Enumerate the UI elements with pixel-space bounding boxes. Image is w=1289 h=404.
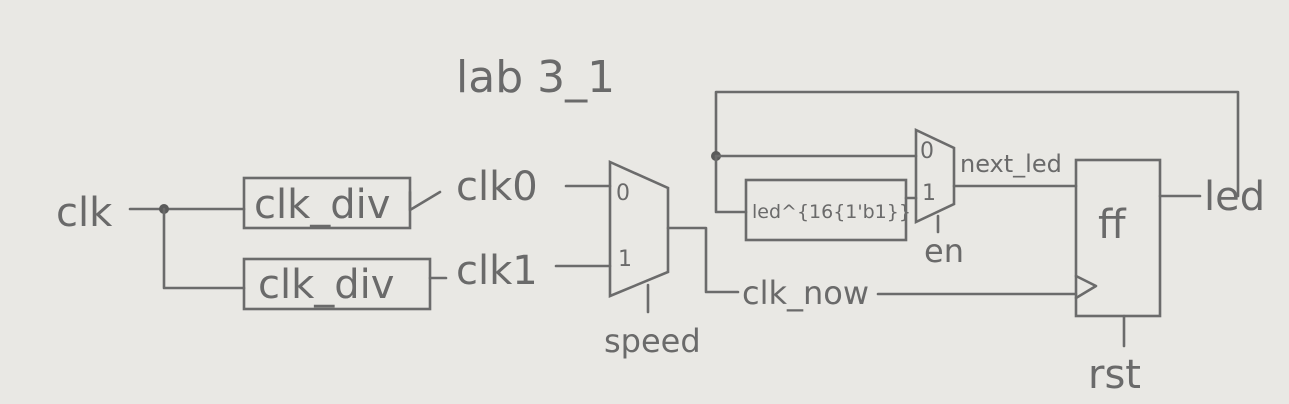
enable-mux-in0: 0 [920,139,934,164]
clk-now-wire-a [666,226,740,294]
speed-mux [608,159,670,298]
invert-expr-box [744,178,908,242]
clk-div-bottom-label: clk_div [258,262,394,308]
clk-div-top-label: clk_div [254,182,390,228]
speed-mux-in0: 0 [616,181,630,206]
led-label: led [1204,174,1265,220]
ff-clock-triangle [1074,274,1098,300]
clk-div-bottom-box [242,257,432,311]
diagram-title: lab 3_1 [456,52,615,103]
clk-branch-wire [162,207,246,290]
invert-expr-label: led^{16{1'b1}} [752,201,911,223]
clk-div-top-out [408,190,442,212]
next-led-label: next_led [960,150,1062,178]
clk0-label: clk0 [456,164,538,210]
clk-label: clk [56,190,113,236]
enable-mux [914,127,956,225]
ff-label: ff [1098,202,1127,248]
clk1-label: clk1 [456,248,538,294]
en-label: en [924,232,964,270]
ff-box [1074,158,1162,318]
led-feedback-wire [714,90,1240,198]
speed-mux-in1: 1 [618,247,632,272]
clk-now-label: clk_now [742,274,869,312]
enable-mux-in1: 1 [922,181,936,206]
rst-label: rst [1088,352,1141,398]
feedback-to-invert-wire [714,154,748,214]
speed-label: speed [604,322,701,360]
